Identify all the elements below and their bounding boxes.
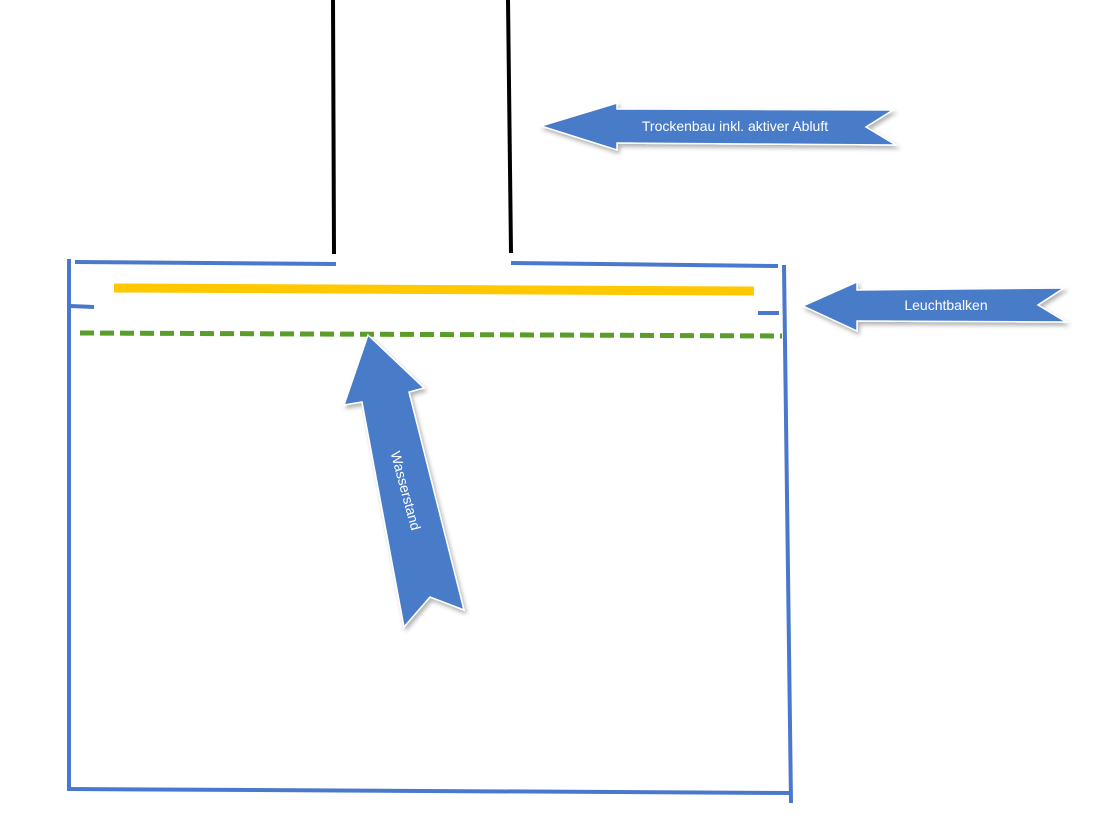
water-level-line — [79, 330, 783, 339]
drywall-right-line — [506, 0, 513, 254]
drywall-left-line — [331, 0, 336, 255]
drywall-arrow: Trockenbau inkl. aktiver Abluft — [538, 101, 899, 152]
tank-outline — [66, 259, 793, 804]
drywall-arrow-label: Trockenbau inkl. aktiver Abluft — [642, 118, 828, 134]
light-bar-arrow-label: Leuchtbalken — [904, 297, 987, 313]
light-bar-arrow: Leuchtbalken — [801, 280, 1069, 333]
light-bar — [113, 283, 755, 296]
water-level-arrow: Wasserstand — [342, 333, 466, 629]
